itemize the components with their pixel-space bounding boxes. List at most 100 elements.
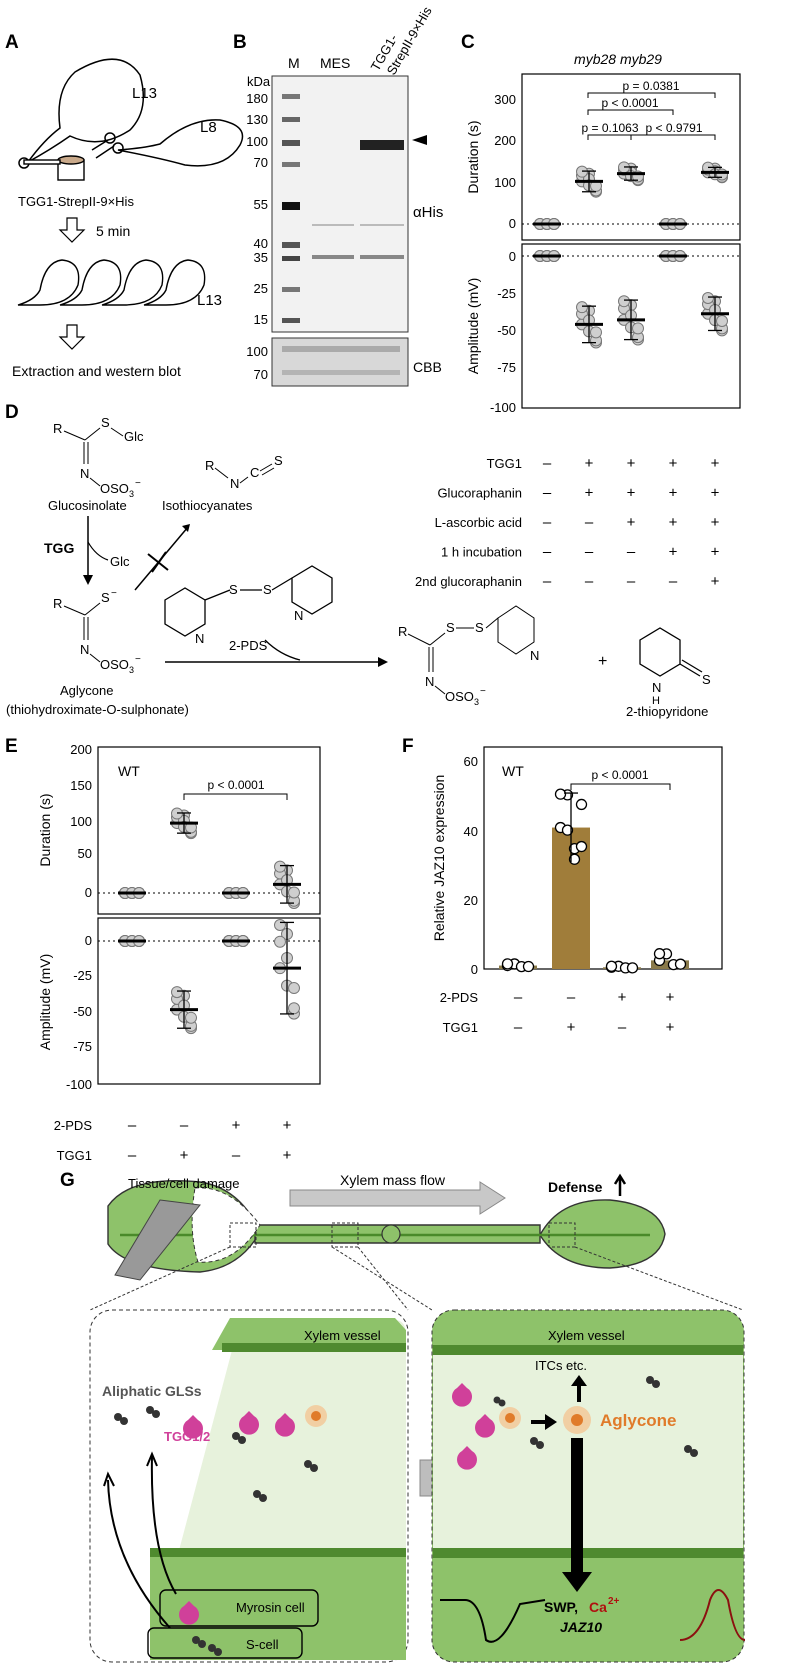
ylabel-c-bottom: Amplitude (mV): [465, 278, 481, 374]
condition-value: +: [666, 1019, 675, 1036]
condition-value: +: [711, 514, 720, 531]
condition-label: 2-PDS: [440, 990, 479, 1005]
data-point: [653, 948, 666, 960]
svg-text:N: N: [294, 608, 303, 623]
condition-value: +: [180, 1147, 189, 1164]
condition-value: +: [232, 1117, 241, 1134]
data-point: [288, 886, 300, 899]
e-top-marks: [98, 807, 320, 909]
condition-value: +: [283, 1147, 292, 1164]
svg-text:OSO: OSO: [100, 657, 129, 672]
cbb-marker: 70: [254, 367, 268, 382]
condition-value: –: [543, 485, 552, 502]
ca-label: Ca: [589, 1599, 607, 1615]
condition-value: +: [669, 544, 678, 561]
condition-value: –: [585, 573, 594, 590]
svg-text:40: 40: [254, 236, 268, 251]
svg-text:0: 0: [509, 249, 516, 264]
yticks-c-bottom: 0 -25 -50 -75 -100: [490, 249, 516, 415]
svg-text:60: 60: [464, 754, 478, 769]
condition-value: +: [711, 544, 720, 561]
condition-value: +: [711, 455, 720, 472]
condition-value: –: [627, 544, 636, 561]
data-point: [561, 824, 574, 836]
aglycone-sub: (thiohydroximate-O-sulphonate): [6, 702, 189, 717]
molecules-right: [493, 1376, 698, 1457]
svg-text:-100: -100: [490, 400, 516, 415]
data-point: [632, 322, 644, 335]
e-bottom-marks: [98, 918, 320, 1035]
time-label: 5 min: [96, 223, 130, 239]
arrow-down-icon: [58, 324, 86, 350]
damage-label: Tissue/cell damage: [128, 1176, 240, 1191]
pvals-c: p = 0.0381 p < 0.0001 p = 0.1063 p < 0.9…: [581, 79, 702, 135]
pval-bracket-f: [570, 783, 671, 790]
final-step-label: Extraction and western blot: [12, 363, 181, 379]
svg-text:150: 150: [70, 778, 92, 793]
data-point: [554, 788, 567, 800]
svg-text:N: N: [530, 648, 539, 663]
svg-text:R: R: [205, 458, 214, 473]
band-arrow-icon: [412, 135, 427, 145]
data-point: [575, 798, 588, 811]
condition-value: +: [669, 485, 678, 502]
svg-text:R: R: [398, 624, 407, 639]
svg-text:−: −: [480, 686, 486, 697]
condition-label: TGG1: [57, 1148, 92, 1163]
svg-text:N: N: [425, 674, 434, 689]
pds-label: 2-PDS: [229, 638, 268, 653]
thiopyridone-structure: S NH: [639, 627, 711, 707]
leaf-label-l8: L8: [200, 119, 217, 136]
condition-label: L-ascorbic acid: [435, 515, 522, 530]
glc-release-arrow: [87, 541, 109, 561]
svg-text:70: 70: [254, 155, 268, 170]
condition-value: +: [711, 485, 720, 502]
condition-value: –: [585, 544, 594, 561]
svg-text:-50: -50: [497, 323, 516, 338]
svg-text:0: 0: [85, 933, 92, 948]
condition-value: +: [618, 989, 627, 1006]
tube-icon: [23, 155, 85, 181]
data-point: [576, 301, 588, 314]
arrow-right-icon: [531, 1414, 557, 1430]
data-point: [605, 960, 618, 972]
panel-label-a: A: [5, 32, 19, 53]
c-bottom-marks: [522, 250, 740, 349]
svg-text:3: 3: [474, 697, 479, 707]
up-arrow-icon: [613, 1173, 627, 1196]
ylabel-e-top: Duration (s): [37, 793, 53, 866]
svg-text:p = 0.1063: p = 0.1063: [581, 121, 638, 135]
condition-value: +: [669, 455, 678, 472]
condition-label: 2nd glucoraphanin: [415, 574, 522, 589]
blot-bands: [282, 94, 404, 323]
data-point: [171, 986, 183, 999]
svg-text:OSO: OSO: [445, 689, 474, 704]
data-point: [716, 168, 728, 181]
thiopyridone-label: 2-thiopyridone: [626, 704, 708, 719]
condition-value: –: [585, 514, 594, 531]
svg-text:S: S: [702, 672, 711, 687]
data-point: [716, 315, 728, 328]
condition-value: –: [543, 455, 552, 472]
condition-table-f: 2-PDS––++TGG1–+–+: [440, 989, 675, 1036]
data-point: [274, 918, 286, 931]
svg-text:C: C: [250, 465, 259, 480]
tgg-enzymes-right: [452, 1383, 495, 1470]
xylem-label-left: Xylem vessel: [304, 1328, 381, 1343]
svg-text:S: S: [263, 582, 272, 597]
lane-mes: MES: [320, 55, 350, 71]
condition-value: –: [514, 989, 523, 1006]
data-point: [618, 295, 630, 308]
cbb-gel: [271, 337, 409, 387]
data-point: [274, 860, 286, 873]
arrow-down-icon: [58, 217, 86, 243]
leaves-row: [17, 259, 206, 306]
f-marks: [499, 788, 689, 974]
data-point: [288, 1002, 300, 1015]
condition-value: +: [585, 455, 594, 472]
aglycone-dot: [311, 1411, 321, 1421]
condition-value: +: [711, 573, 720, 590]
ylabel-e-bottom: Amplitude (mV): [37, 954, 53, 1050]
svg-text:0: 0: [471, 962, 478, 977]
